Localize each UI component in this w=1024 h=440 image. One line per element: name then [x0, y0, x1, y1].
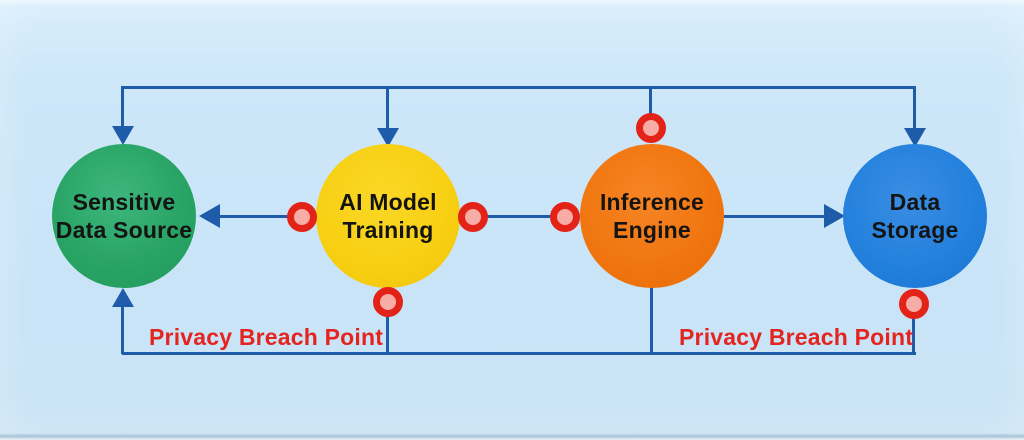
connector-top-drop-inference [649, 86, 652, 114]
node-data-storage: Data Storage [843, 144, 987, 288]
privacy-breach-marker-icon [287, 202, 317, 232]
privacy-breach-marker-icon [373, 287, 403, 317]
connector-bottom-horizontal [122, 352, 916, 355]
connector-bottom-drop-training [386, 314, 389, 354]
arrowhead-up-icon [112, 288, 134, 307]
bottom-edge-shadow [0, 433, 1024, 440]
arrowhead-right-icon [824, 204, 845, 228]
privacy-breach-marker-icon [899, 289, 929, 319]
privacy-breach-marker-icon [636, 113, 666, 143]
privacy-breach-label-left: Privacy Breach Point [149, 324, 384, 350]
node-label: AI Model Training [339, 188, 437, 243]
connector-training-to-inference [487, 215, 551, 218]
connector-top-horizontal [122, 86, 916, 89]
connector-bottom-drop-inference [650, 284, 653, 354]
arrowhead-left-icon [199, 204, 220, 228]
privacy-breach-marker-icon [458, 202, 488, 232]
node-inference-engine: Inference Engine [580, 144, 724, 288]
connector-training-to-sensitive [218, 215, 288, 218]
top-edge-highlight [0, 0, 1024, 6]
connector-bottom-rise-sensitive [121, 304, 124, 354]
node-label: Inference Engine [599, 188, 705, 243]
connector-inference-to-storage [721, 215, 826, 218]
node-label: Sensitive Data Source [55, 188, 193, 243]
connector-top-drop-sensitive [121, 86, 124, 128]
privacy-breach-marker-icon [550, 202, 580, 232]
connector-top-drop-storage [913, 86, 916, 130]
connector-top-drop-training [386, 86, 389, 130]
connector-bottom-rise-storage [912, 317, 915, 354]
privacy-breach-label-right: Privacy Breach Point [679, 324, 914, 350]
node-sensitive-data-source: Sensitive Data Source [52, 144, 196, 288]
node-label: Data Storage [871, 188, 959, 243]
arrowhead-down-icon [904, 128, 926, 147]
node-ai-model-training: AI Model Training [316, 144, 460, 288]
arrowhead-down-icon [112, 126, 134, 145]
arrowhead-down-icon [377, 128, 399, 147]
